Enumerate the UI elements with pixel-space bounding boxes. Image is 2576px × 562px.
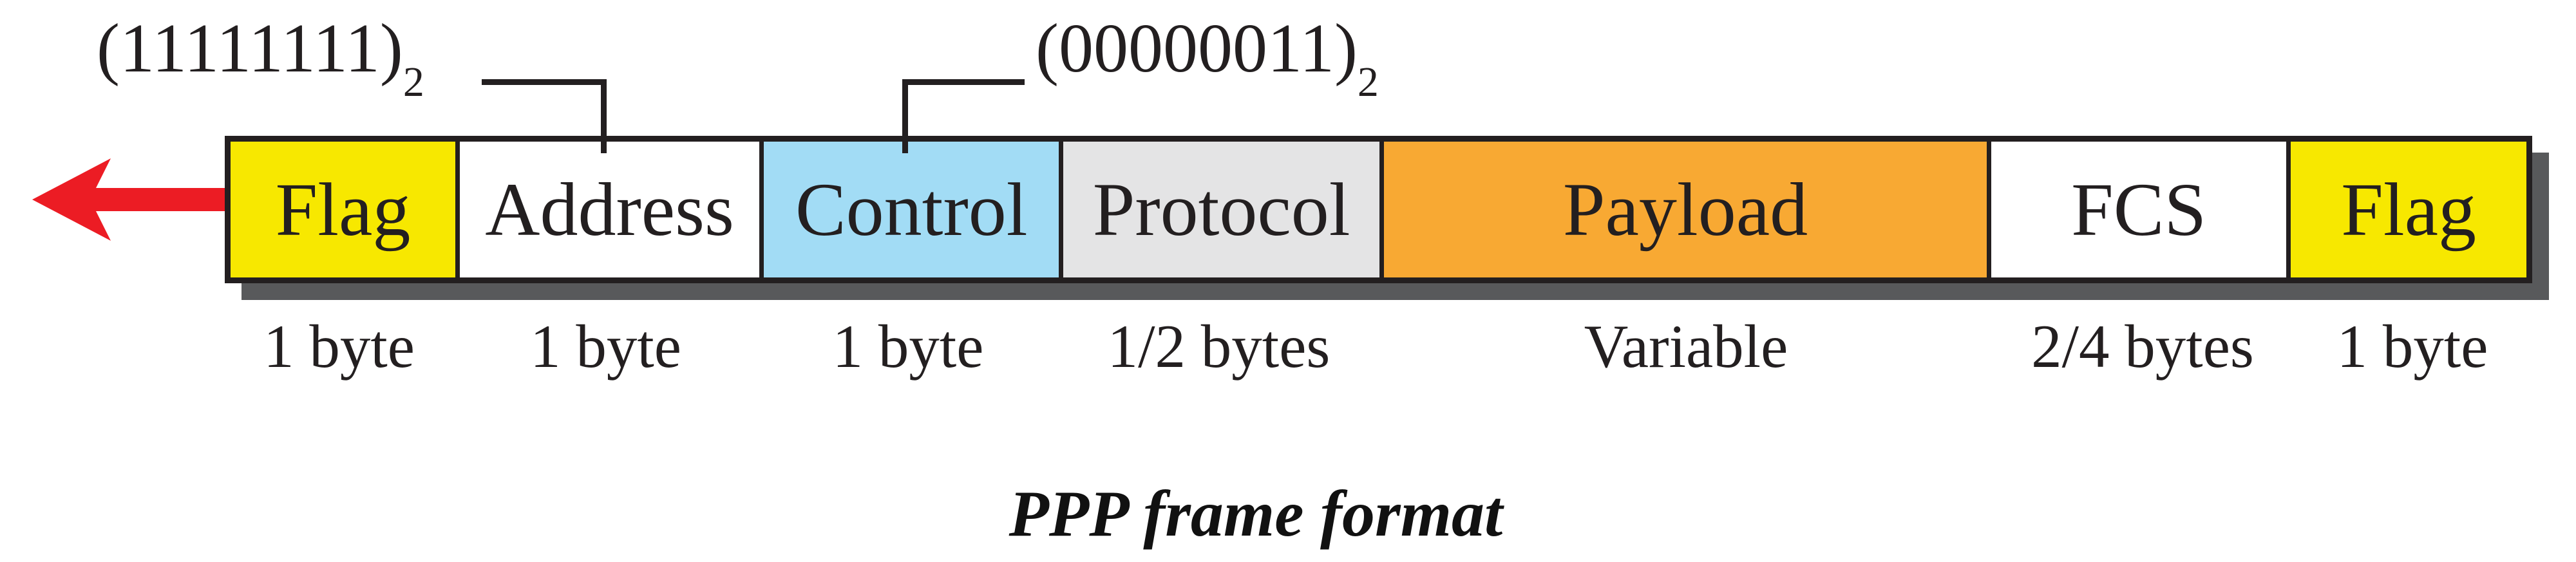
ppp-frame-row: Flag Address Control Protocol Payload FC… [225, 136, 2532, 283]
size-payload: Variable [1584, 312, 1788, 380]
address-value-annotation: (11111111)2 [97, 14, 424, 104]
control-value-text: (00000011) [1036, 10, 1358, 87]
control-connector-vertical [902, 79, 908, 153]
control-value-base: 2 [1357, 59, 1379, 106]
field-payload: Payload [1383, 142, 1992, 277]
transmission-direction-arrow-icon [29, 156, 230, 243]
figure-caption: PPP frame format [1009, 478, 1503, 550]
control-connector-horizontal [902, 79, 1025, 85]
address-value-base: 2 [402, 59, 424, 106]
size-fcs: 2/4 bytes [2031, 312, 2254, 380]
field-protocol: Protocol [1063, 142, 1384, 277]
size-address: 1 byte [530, 312, 681, 380]
control-value-annotation: (00000011)2 [1036, 14, 1379, 104]
address-value-text: (11111111) [97, 10, 403, 87]
field-flag-start: Flag [231, 142, 460, 277]
field-address: Address [460, 142, 764, 277]
field-size-labels-row: 1 byte 1 byte 1 byte 1/2 bytes Variable … [225, 304, 2532, 388]
address-connector-vertical [601, 79, 607, 153]
field-fcs: FCS [1991, 142, 2291, 277]
address-connector-horizontal [482, 79, 607, 85]
size-control: 1 byte [832, 312, 984, 380]
size-flag-start: 1 byte [263, 312, 415, 380]
field-control: Control [764, 142, 1064, 277]
field-flag-end: Flag [2291, 142, 2527, 277]
size-flag-end: 1 byte [2336, 312, 2488, 380]
size-protocol: 1/2 bytes [1107, 312, 1331, 380]
